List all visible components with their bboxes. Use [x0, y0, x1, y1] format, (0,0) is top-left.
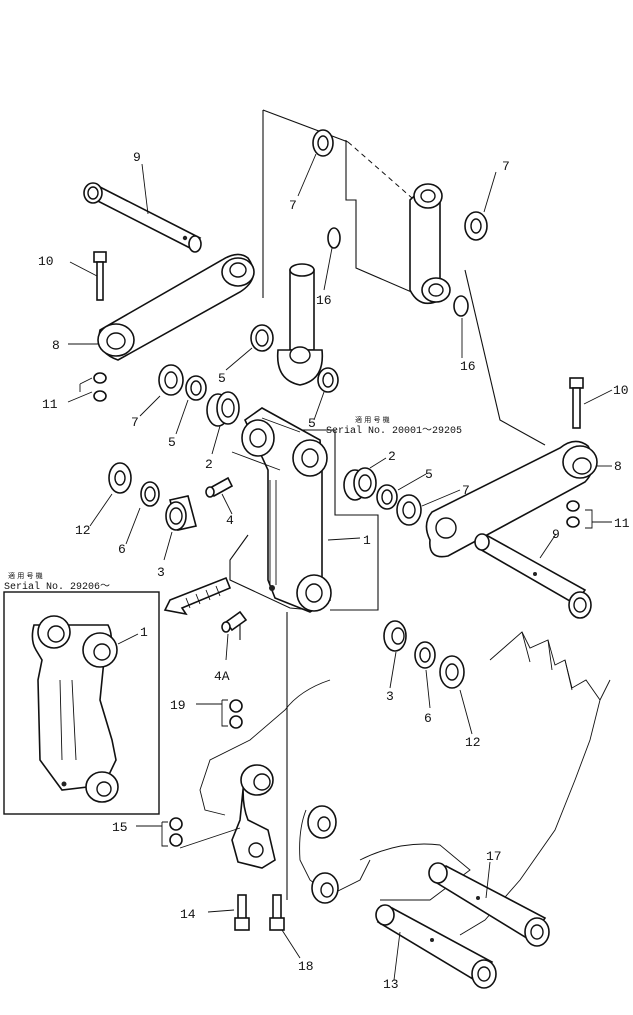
callout-7-b: 7 — [502, 159, 510, 174]
callout-7-a: 7 — [289, 198, 297, 213]
inset-note: 適 用 号 機 Serial No. 29206～ — [4, 571, 110, 593]
pin-9-upper — [83, 182, 202, 253]
pin-13 — [375, 904, 497, 989]
pin-9-lower — [474, 533, 592, 619]
frame-lines — [229, 109, 546, 900]
nuts-11-upper — [93, 372, 107, 402]
bolt-10-right — [569, 377, 584, 429]
arm-1 — [231, 407, 332, 613]
right-bushing-group — [383, 620, 465, 689]
callout-5-d: 5 — [425, 467, 433, 482]
grease-fitting-4 — [205, 476, 234, 498]
serial-note-jp: 適 用 号 機 — [355, 415, 390, 424]
callout-3-b: 3 — [386, 689, 394, 704]
inset-box — [3, 591, 160, 815]
orings-16 — [327, 227, 469, 317]
callout-5-b: 5 — [168, 435, 176, 450]
callout-12-b: 12 — [465, 735, 481, 750]
nuts-11-right — [566, 500, 580, 528]
callout-6-a: 6 — [118, 542, 126, 557]
callout-1-main: 1 — [363, 533, 371, 548]
callout-19: 19 — [170, 698, 186, 713]
seals-5 — [185, 324, 398, 510]
callout-7-c: 7 — [131, 415, 139, 430]
callout-13: 13 — [383, 977, 399, 992]
callout-8-upper: 8 — [52, 338, 60, 353]
callout-11-upper: 11 — [42, 397, 58, 412]
callout-4A: 4A — [214, 669, 230, 684]
callout-3-a: 3 — [157, 565, 165, 580]
callout-2-b: 2 — [388, 449, 396, 464]
pin-17 — [428, 862, 550, 947]
leader-lines — [67, 153, 613, 981]
callout-8-right: 8 — [614, 459, 622, 474]
bolt-10-upper — [93, 251, 107, 301]
callout-5-a: 5 — [218, 371, 226, 386]
bolt-18 — [269, 894, 285, 931]
callout-9-lower: 9 — [552, 527, 560, 542]
link-8-right — [425, 440, 598, 558]
callout-6-b: 6 — [424, 711, 432, 726]
callout-12-a: 12 — [75, 523, 91, 538]
callout-labels: 9 10 8 11 7 7 7 7 16 16 5 5 5 5 2 2 10 8… — [38, 150, 630, 992]
serial-note: 適 用 号 機 Serial No. 20001～29205 — [326, 415, 462, 437]
lower-bracket — [199, 679, 471, 904]
washers-7 — [158, 129, 488, 526]
bucket-outline — [459, 631, 611, 936]
callout-17: 17 — [486, 849, 502, 864]
inset-note-jp: 適 用 号 機 — [8, 571, 43, 580]
callout-4: 4 — [226, 513, 234, 528]
serial-note-text: Serial No. 20001～29205 — [326, 425, 462, 437]
nuts-19 — [229, 699, 243, 729]
callout-16-a: 16 — [316, 293, 332, 308]
callout-16-b: 16 — [460, 359, 476, 374]
callout-5-c: 5 — [308, 416, 316, 431]
callout-14: 14 — [180, 907, 196, 922]
callout-9-upper: 9 — [133, 150, 141, 165]
left-bushing-group — [108, 462, 197, 531]
callout-1-inset: 1 — [140, 625, 148, 640]
inset-note-text: Serial No. 29206～ — [4, 581, 110, 593]
link-8-upper — [97, 253, 255, 361]
callout-7-d: 7 — [462, 483, 470, 498]
callout-11-right: 11 — [614, 516, 630, 531]
callout-18: 18 — [298, 959, 314, 974]
upper-right-housing — [409, 183, 451, 305]
direction-arrow — [163, 576, 232, 616]
center-shaft — [276, 263, 324, 386]
callout-15: 15 — [112, 820, 128, 835]
grease-fitting-4A — [221, 610, 248, 633]
callout-10-upper: 10 — [38, 254, 54, 269]
bolt-14 — [234, 894, 250, 931]
callout-2-a: 2 — [205, 457, 213, 472]
nuts-15 — [169, 817, 183, 847]
callout-10-right: 10 — [613, 383, 629, 398]
bushings-2 — [206, 391, 377, 501]
